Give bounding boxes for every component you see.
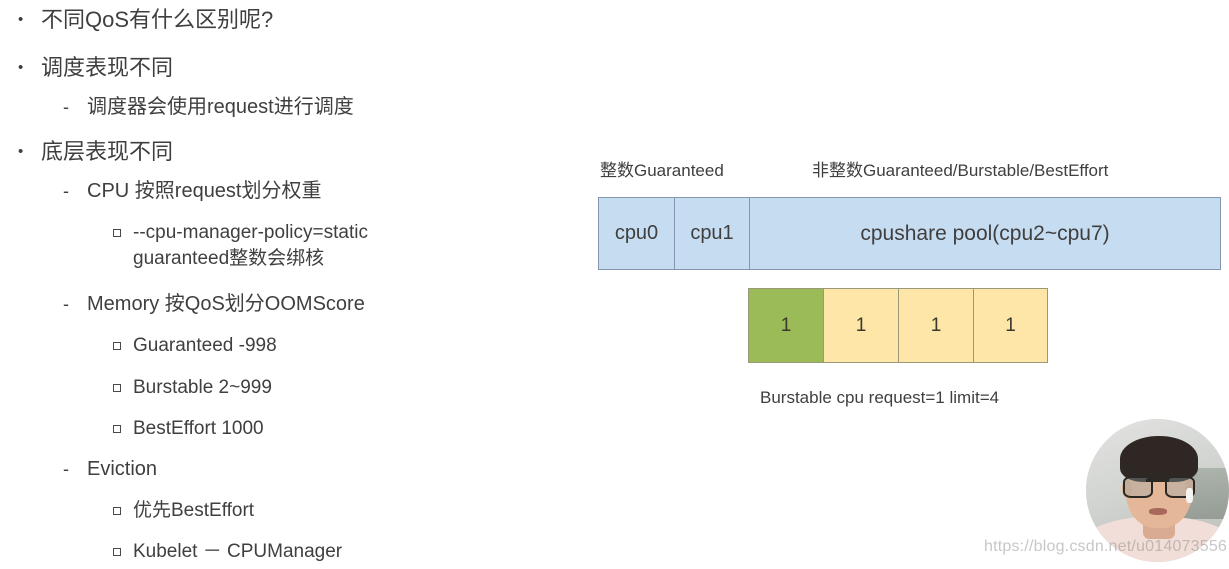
bullet-dash-icon: - [63,97,69,117]
list-item: - CPU 按照request划分权重 [63,178,322,204]
list-item: BestEffort 1000 [113,416,264,442]
bullet-square-icon [113,375,133,401]
list-item-label: 不同QoS有什么区别呢? [41,7,274,32]
presenter-webcam-overlay [1086,419,1229,562]
diagram-caption: Burstable cpu request=1 limit=4 [760,388,1000,407]
glasses-icon [1123,476,1195,498]
cpu-pool-bar: cpu0 cpu1 cpushare pool(cpu2~cpu7) [598,197,1221,270]
cpu-cell-cpushare-pool: cpushare pool(cpu2~cpu7) [750,198,1220,269]
bullet-dot-icon: • [18,11,24,28]
diagram-label-non-integer-classes: 非整数Guaranteed/Burstable/BestEffort [812,161,1109,180]
quota-box-limit-2: 1 [898,288,973,363]
list-item-label: Burstable 2~999 [133,377,272,398]
watermark-url: https://blog.csdn.net/u014073556 [984,538,1228,555]
bullet-dot-icon: • [18,59,24,76]
list-item: - Memory 按QoS划分OOMScore [63,291,365,317]
list-item: - 调度器会使用request进行调度 [63,94,354,120]
earbud-icon [1186,487,1194,504]
glasses-bridge [1146,479,1169,482]
list-item: Guaranteed -998 [113,333,277,359]
quota-box-limit-1: 1 [823,288,898,363]
outline-list: • 不同QoS有什么区别呢? • 调度表现不同 - 调度器会使用request进… [0,0,580,569]
list-item: 优先BestEffort [113,498,254,524]
bullet-dash-icon: - [63,181,69,201]
list-item-label: 优先BestEffort [133,500,255,521]
list-item: • 调度表现不同 [18,54,173,82]
list-item: --cpu-manager-policy=static [113,220,368,246]
cpu-cell-cpu0: cpu0 [599,198,675,269]
list-item-label: --cpu-manager-policy=static [133,222,368,243]
bullet-square-icon [113,416,133,442]
bullet-dot-icon: • [18,143,24,160]
quota-box-limit-3: 1 [973,288,1048,363]
list-item: • 不同QoS有什么区别呢? [18,6,273,34]
list-item: - Eviction [63,456,157,482]
bullet-dash-icon: - [63,459,69,479]
list-item-label: 调度表现不同 [41,55,174,80]
list-item-label: BestEffort 1000 [133,418,264,439]
quota-box-request: 1 [748,288,823,363]
list-item-label: 底层表现不同 [41,139,174,164]
list-item-continuation: guaranteed整数会绑核 [133,246,324,271]
list-item: Burstable 2~999 [113,375,272,401]
list-item-label: CPU 按照request划分权重 [87,180,322,202]
bullet-square-icon [113,220,133,246]
diagram-label-integer-guaranteed: 整数Guaranteed [600,161,724,180]
list-item-label: Memory 按QoS划分OOMScore [87,293,365,315]
bullet-square-icon [113,498,133,524]
bullet-square-icon [113,539,133,565]
cpu-cell-cpu1: cpu1 [675,198,750,269]
list-item-label: Kubelet － CPUManager [133,541,343,562]
list-item-label: Guaranteed -998 [133,335,277,356]
list-item: Kubelet － CPUManager [113,539,342,565]
quota-box-row: 1 1 1 1 [748,288,1048,363]
bullet-square-icon [113,333,133,359]
list-item-label: 调度器会使用request进行调度 [87,96,354,118]
glasses-lens-left [1123,476,1154,498]
webcam-hair [1120,436,1198,482]
list-item-label-line2: guaranteed整数会绑核 [133,248,325,269]
webcam-mouth [1148,507,1168,515]
webcam-ear-left [1121,479,1132,498]
list-item: • 底层表现不同 [18,138,173,166]
list-item-label: Eviction [87,458,158,480]
bullet-dash-icon: - [63,294,69,314]
